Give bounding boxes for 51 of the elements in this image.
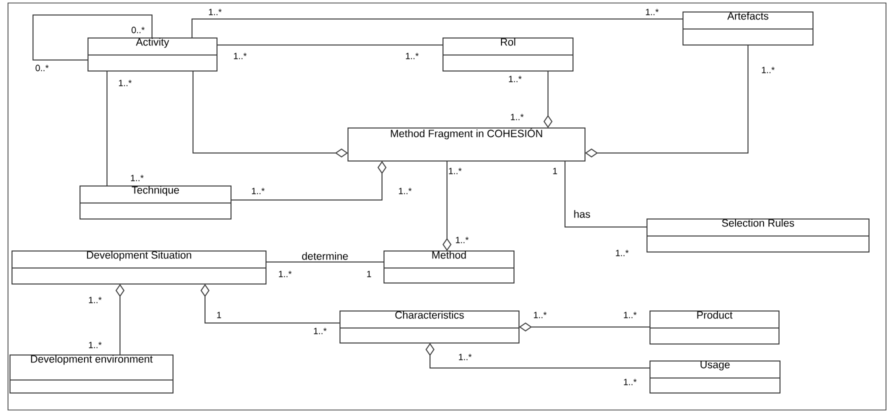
multiplicity: 1..* (624, 312, 637, 318)
class-box: Activity (88, 38, 218, 72)
association-line (116, 284, 124, 356)
class-box: Development Situation (12, 250, 266, 284)
multiplicity: 0..* (36, 64, 49, 72)
association-line (216, 44, 444, 46)
multiplicity: 1..* (534, 312, 547, 318)
multiplicity: 1..* (456, 236, 469, 244)
association-line (192, 70, 348, 158)
class-box: Product (650, 310, 780, 344)
multiplicity: 1..* (762, 66, 775, 74)
multiplicity: 1..* (448, 168, 462, 174)
association-line (519, 322, 650, 332)
association-line (106, 70, 108, 186)
multiplicity: 1..* (314, 328, 327, 334)
multiplicity: 1..* (646, 8, 659, 16)
class-box: Characteristics (340, 310, 520, 344)
multiplicity: 1..* (624, 378, 637, 386)
multiplicity: 1..* (118, 80, 132, 86)
multiplicity: 1 (217, 312, 222, 318)
class-box: Artefacts (682, 12, 814, 46)
association-line (32, 14, 152, 60)
multiplicity: 1..* (406, 52, 419, 60)
association-line (544, 70, 552, 128)
multiplicity: 1 (553, 168, 558, 174)
multiplicity: 1..* (208, 8, 222, 16)
class-box: Development environment (10, 354, 174, 394)
edge-label: determine (300, 251, 350, 261)
edge-label: has (572, 209, 592, 219)
multiplicity: 1..* (398, 188, 412, 194)
class-box: Method (384, 250, 514, 284)
class-box: Method Fragment in COHESIÓN (348, 128, 586, 162)
multiplicity: 0..* (132, 26, 145, 34)
multiplicity: 1..* (252, 188, 265, 194)
class-box: Rol (442, 38, 574, 72)
multiplicity: 1..* (616, 250, 629, 256)
class-box: Selection Rules (646, 218, 870, 252)
association-line (200, 284, 340, 324)
multiplicity: 1..* (458, 354, 472, 360)
association-line (426, 343, 650, 368)
association-line (230, 161, 386, 200)
association-line (442, 160, 452, 251)
multiplicity: 1..* (278, 270, 292, 278)
association-line (192, 18, 684, 38)
class-box: Technique (80, 186, 232, 220)
multiplicity: 1..* (88, 296, 102, 304)
association-line (564, 160, 648, 228)
multiplicity: 1 (367, 270, 372, 278)
class-box: Usage (650, 360, 780, 394)
association-line (585, 44, 748, 158)
multiplicity: 1..* (234, 52, 247, 60)
